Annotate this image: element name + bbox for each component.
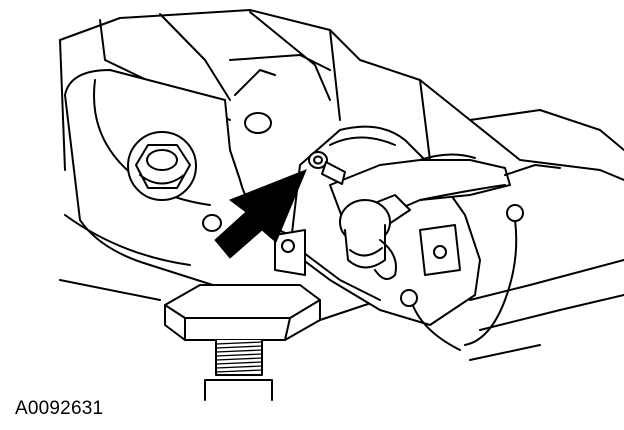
ring-terminal-lower <box>400 289 418 307</box>
bracket-hole <box>244 112 272 134</box>
figure-id-label: A0092631 <box>15 398 104 419</box>
body-structure <box>59 9 624 181</box>
mount-bolt <box>127 131 197 201</box>
bracket-slot <box>202 214 222 232</box>
ring-terminal-upper <box>506 204 524 222</box>
electrical-connector <box>329 159 511 280</box>
lower-frame <box>59 259 624 361</box>
sensor-fitting <box>308 151 346 185</box>
mounting-tabs <box>274 224 461 276</box>
mount-pad <box>164 284 321 341</box>
arrow-icon <box>214 169 307 259</box>
threaded-stud <box>204 339 273 401</box>
wiring-harness <box>419 153 561 201</box>
ground-strap <box>400 204 524 351</box>
